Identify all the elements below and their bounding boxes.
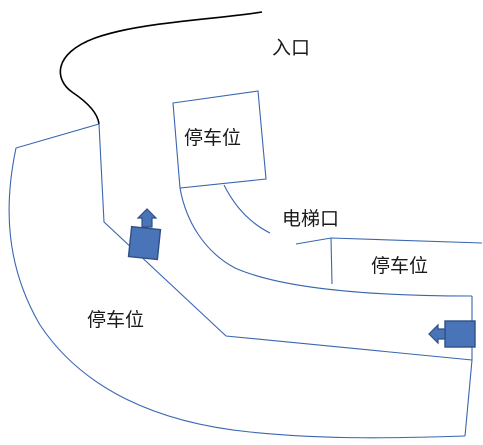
car-body-left	[444, 320, 476, 348]
elevator-label: 电梯口	[282, 208, 339, 230]
entrance-label: 入口	[272, 37, 310, 59]
parking-left-label: 停车位	[87, 309, 144, 331]
inner-driveway-curve	[179, 187, 473, 297]
car-body-up	[127, 225, 162, 261]
parking-right-label: 停车位	[371, 255, 428, 277]
left-divider-line	[98, 123, 473, 361]
arrow-left-icon	[428, 320, 476, 348]
arrow-up-icon	[127, 208, 162, 261]
elevator-curve	[223, 184, 271, 234]
outer-boundary-line	[8, 123, 466, 439]
arrowhead-left	[428, 323, 446, 345]
parking-top-label: 停车位	[184, 127, 241, 149]
entrance-curve	[59, 11, 263, 125]
right-boundary-line	[464, 296, 473, 437]
parking-box-right	[295, 237, 483, 285]
parking-box-top	[172, 90, 267, 189]
arrowhead-up	[136, 208, 158, 228]
